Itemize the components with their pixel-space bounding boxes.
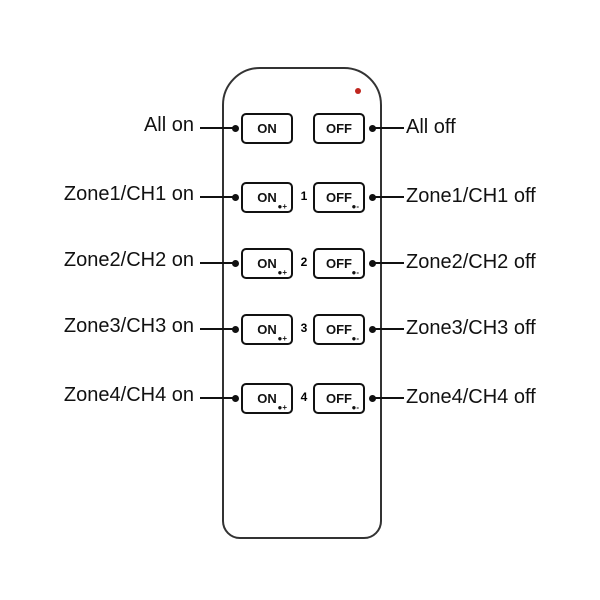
led-indicator (355, 88, 361, 94)
left-label: Zone2/CH2 on (63, 249, 194, 271)
off-label: OFF (326, 256, 352, 271)
on-label: ON (257, 391, 277, 406)
brightness-up-mark: ●+ (277, 334, 287, 343)
off-label: OFF (326, 391, 352, 406)
right-label: Zone2/CH2 off (406, 251, 536, 273)
callout-dot (232, 395, 239, 402)
callout-line (200, 397, 238, 399)
off-button[interactable]: OFF●- (313, 383, 365, 414)
channel-number: 2 (300, 255, 308, 269)
on-button[interactable]: ON●+ (241, 248, 293, 279)
on-button[interactable]: ON●+ (241, 314, 293, 345)
callout-dot (232, 194, 239, 201)
channel-number: 3 (300, 321, 308, 335)
on-button[interactable]: ON●+ (241, 182, 293, 213)
channel-number: 1 (300, 189, 308, 203)
callout-line (372, 196, 404, 198)
on-button[interactable]: ON (241, 113, 293, 144)
brightness-down-mark: ●- (351, 334, 360, 343)
right-label: Zone4/CH4 off (406, 386, 536, 408)
callout-dot (232, 326, 239, 333)
off-label: OFF (326, 190, 352, 205)
callout-dot (232, 260, 239, 267)
brightness-up-mark: ●+ (277, 202, 287, 211)
on-label: ON (257, 256, 277, 271)
channel-number: 4 (300, 390, 308, 404)
brightness-up-mark: ●+ (277, 403, 287, 412)
right-label: Zone1/CH1 off (406, 185, 536, 207)
brightness-down-mark: ●- (351, 202, 360, 211)
off-button[interactable]: OFF●- (313, 248, 365, 279)
left-label: Zone3/CH3 on (63, 315, 194, 337)
left-label: All on (143, 114, 194, 136)
on-button[interactable]: ON●+ (241, 383, 293, 414)
right-label: All off (406, 116, 456, 138)
brightness-down-mark: ●- (351, 403, 360, 412)
callout-line (372, 127, 404, 129)
off-button[interactable]: OFF●- (313, 314, 365, 345)
right-label: Zone3/CH3 off (406, 317, 536, 339)
callout-line (372, 328, 404, 330)
on-label: ON (257, 322, 277, 337)
off-button[interactable]: OFF●- (313, 182, 365, 213)
brightness-down-mark: ●- (351, 268, 360, 277)
callout-line (200, 196, 238, 198)
brightness-up-mark: ●+ (277, 268, 287, 277)
callout-line (200, 127, 238, 129)
callout-line (372, 262, 404, 264)
on-label: ON (257, 190, 277, 205)
off-button[interactable]: OFF (313, 113, 365, 144)
remote-body (222, 67, 382, 539)
on-label: ON (257, 121, 277, 136)
callout-line (372, 397, 404, 399)
left-label: Zone4/CH4 on (63, 384, 194, 406)
off-label: OFF (326, 121, 352, 136)
left-label: Zone1/CH1 on (63, 183, 194, 205)
callout-dot (232, 125, 239, 132)
off-label: OFF (326, 322, 352, 337)
callout-line (200, 262, 238, 264)
callout-line (200, 328, 238, 330)
